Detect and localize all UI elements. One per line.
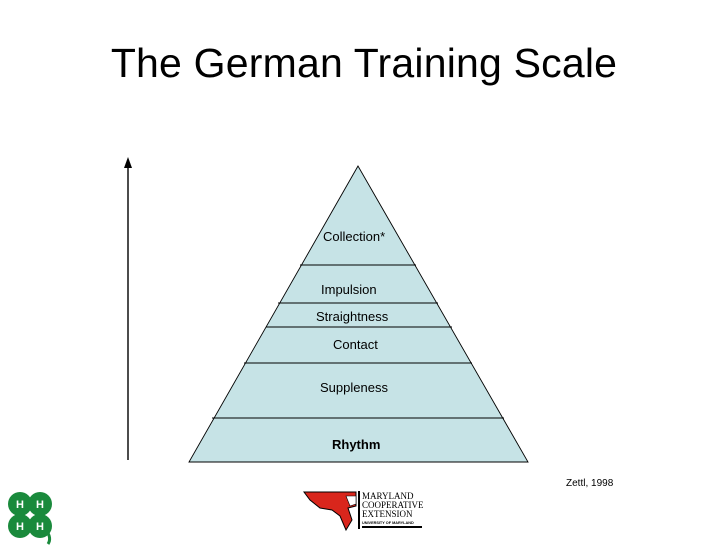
pyramid-shape — [188, 165, 529, 463]
slide-title: The German Training Scale — [110, 40, 618, 86]
progression-arrow-head — [124, 157, 132, 168]
four-h-clover-icon: H H H H — [8, 492, 52, 545]
clover-letter: H — [36, 521, 44, 533]
logo-text-cooperative: COOPERATIVE — [362, 500, 424, 510]
layer-label-straightness: Straightness — [316, 309, 389, 324]
logo-text-university: UNIVERSITY OF MARYLAND — [362, 521, 414, 525]
clover-letter: H — [16, 499, 24, 511]
maryland-extension-logo: MARYLAND COOPERATIVE EXTENSION UNIVERSIT… — [303, 491, 424, 532]
layer-label-contact: Contact — [333, 337, 378, 352]
logo-text-maryland: MARYLAND — [362, 491, 414, 501]
layer-label-impulsion: Impulsion — [321, 282, 377, 297]
logo-text-extension: EXTENSION — [362, 509, 413, 519]
clover-letter: H — [36, 499, 44, 511]
layer-label-collection: Collection* — [323, 229, 386, 244]
citation: Zettl, 1998 — [566, 478, 614, 489]
layer-label-rhythm: Rhythm — [332, 437, 381, 452]
clover-letter: H — [16, 521, 24, 533]
layer-label-suppleness: Suppleness — [320, 380, 388, 395]
